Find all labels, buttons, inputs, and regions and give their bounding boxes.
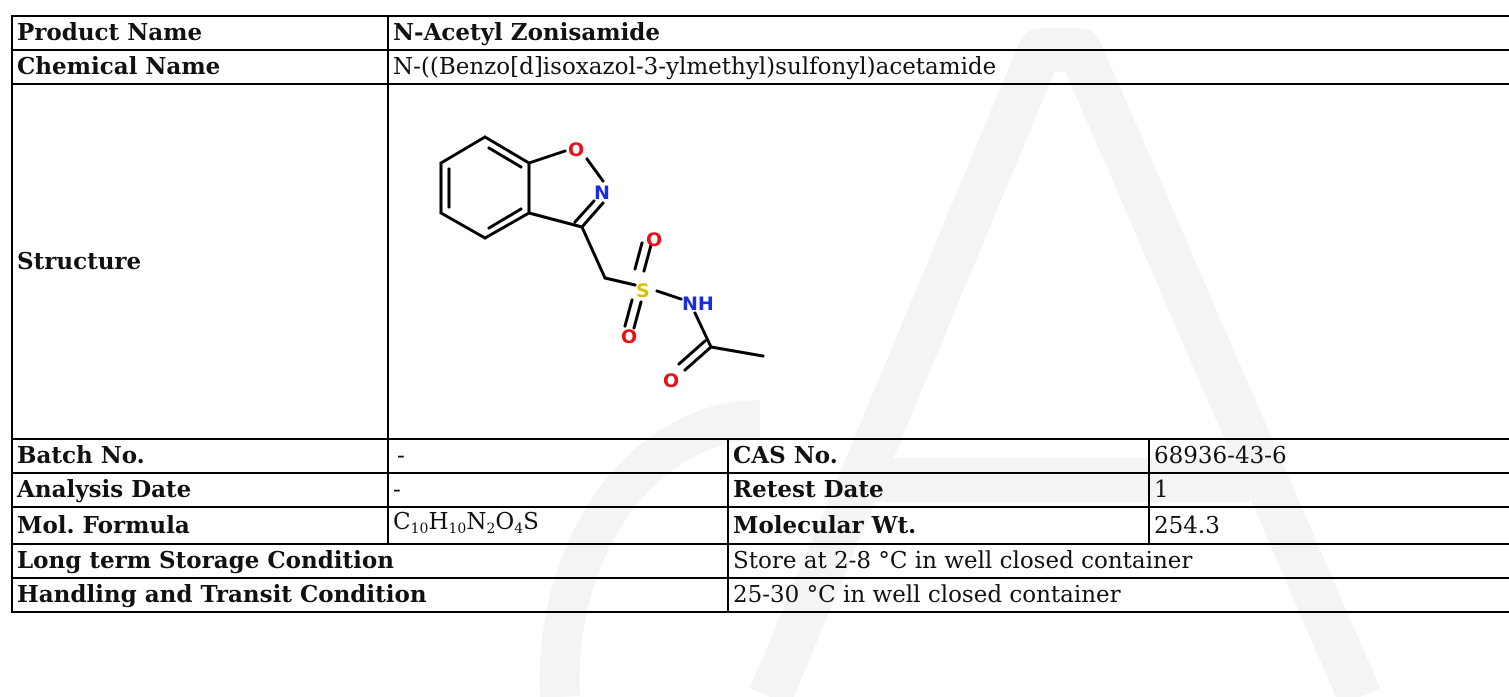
row-chemical-name: Chemical Name N-((Benzo[d]isoxazol-3-ylm… [11,49,1509,85]
atom-nh: NH [682,293,714,315]
row-batch: Batch No. - CAS No. 68936-43-6 [11,438,1509,474]
formula-n-n: 2 [486,521,496,537]
mol-formula-value: C10H10N2O4S [387,506,729,545]
product-name-label: Product Name [11,15,389,51]
formula-el-c: C [393,509,411,535]
formula-el-h: H [428,509,449,535]
molecular-wt-label: Molecular Wt. [727,506,1150,545]
formula-n-o: 4 [514,521,524,537]
mol-formula-label: Mol. Formula [11,506,389,545]
row-storage: Long term Storage Condition Store at 2-8… [11,543,1509,579]
atom-s: S [636,280,650,302]
batch-no-value: - [387,438,729,474]
storage-condition-value: Store at 2-8 °C in well closed container [726,543,1509,579]
retest-date-label: Retest Date [727,472,1150,508]
transit-condition-label: Handling and Transit Condition [11,577,729,613]
atom-o-carbonyl: O [663,370,679,392]
formula-el-o: O [495,509,515,535]
analysis-date-value: - [387,472,729,508]
atom-o-sulfonyl-bottom: O [621,326,637,348]
structure-cell: O N O S NH O O [386,83,1509,440]
row-analysis: Analysis Date - Retest Date 1 [11,472,1509,508]
cas-no-value: 68936-43-6 [1147,438,1509,474]
row-product-name: Product Name N-Acetyl Zonisamide [11,15,1509,51]
analysis-date-label: Analysis Date [11,472,389,508]
transit-condition-value: 25-30 °C in well closed container [726,577,1509,613]
row-transit: Handling and Transit Condition 25-30 °C … [11,577,1509,613]
chemical-name-label: Chemical Name [11,49,389,85]
formula-el-n: N [466,509,487,535]
product-name-value: N-Acetyl Zonisamide [386,15,1509,51]
batch-no-label: Batch No. [11,438,389,474]
molecular-wt-value: 254.3 [1147,506,1509,545]
formula-n-c: 10 [410,521,429,537]
cas-no-label: CAS No. [727,438,1150,474]
atom-o-sulfonyl-top: O [646,229,662,251]
retest-date-value: 1 [1147,472,1509,508]
structure-label: Structure [11,83,389,440]
chemical-structure-image: O N O S NH O O [439,135,765,392]
formula-el-s: S [523,509,539,535]
storage-condition-label: Long term Storage Condition [11,543,729,579]
atom-n-ring: N [594,182,610,204]
atom-o-ring: O [568,139,584,161]
row-structure: Structure [11,83,1509,440]
coa-table: Product Name N-Acetyl Zonisamide Chemica… [11,15,1509,613]
row-formula: Mol. Formula C10H10N2O4S Molecular Wt. 2… [11,506,1509,545]
chemical-name-value: N-((Benzo[d]isoxazol-3-ylmethyl)sulfonyl… [386,49,1509,85]
formula-n-h: 10 [448,521,467,537]
